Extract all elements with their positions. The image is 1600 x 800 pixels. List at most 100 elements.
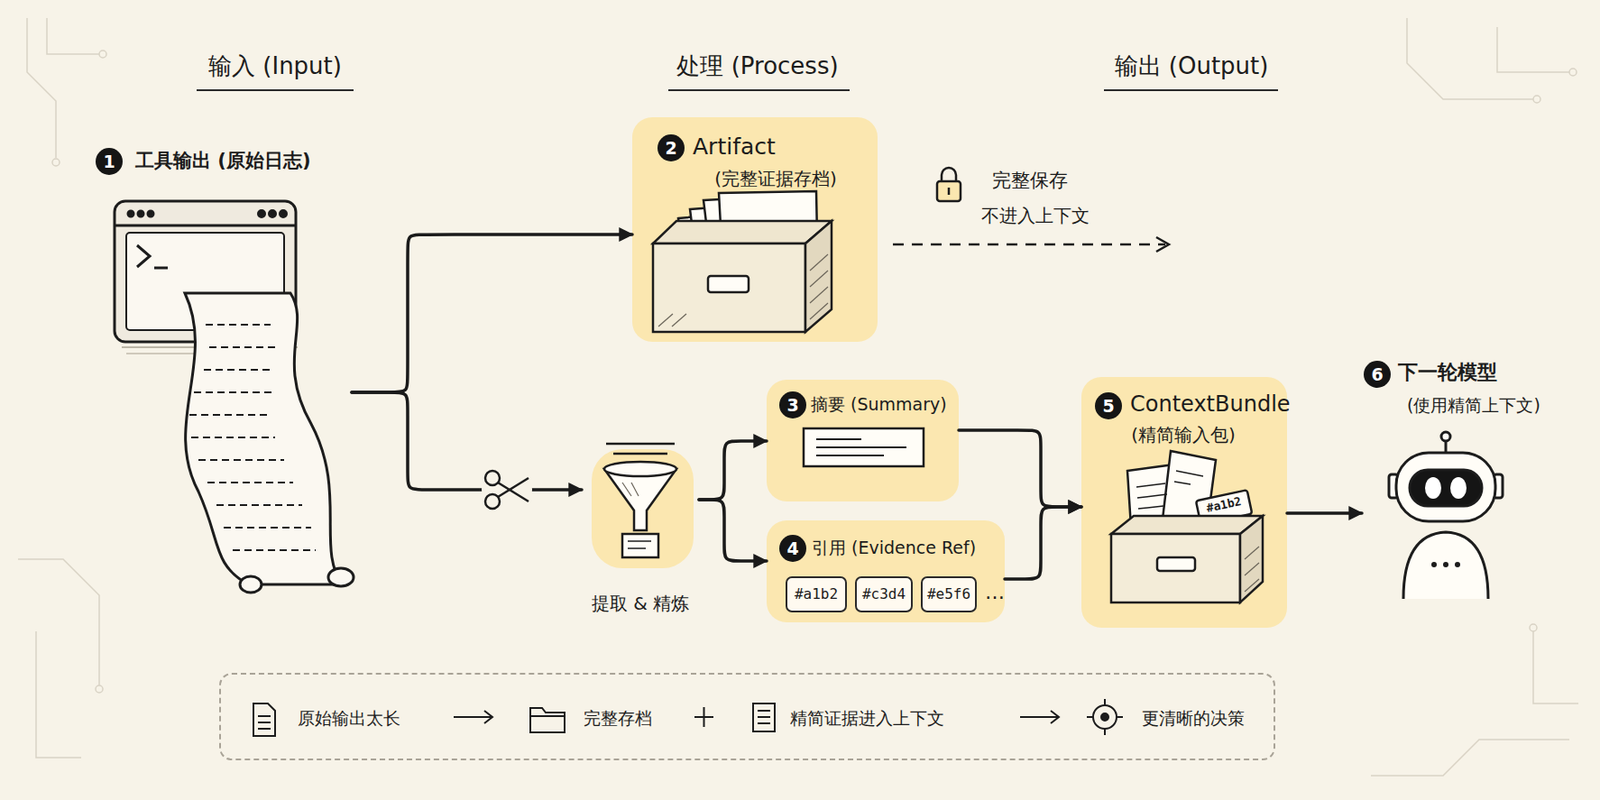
log-scroll — [184, 293, 354, 593]
log-scroll-part — [205, 323, 271, 326]
band-text: 完整存档 — [583, 708, 653, 729]
evidence-chip: #a1b2 — [785, 576, 847, 613]
dashed-arrow — [892, 237, 1169, 252]
circuit-decoration-part — [46, 18, 100, 55]
archive-drawer-part — [708, 275, 749, 293]
bundle-box-part — [1244, 546, 1260, 592]
legend-band-icons-part — [1101, 713, 1109, 721]
evidence-id: #a1b2 — [787, 578, 846, 611]
terminal-window-part — [154, 266, 168, 270]
bundle-box-part — [1137, 494, 1168, 498]
archive-drawer-part — [671, 313, 687, 327]
circuit-decoration-part — [1533, 631, 1579, 704]
funnel-symbol-part — [631, 482, 639, 497]
terminal-window-part — [258, 211, 266, 218]
terminal-window-part — [121, 346, 298, 349]
log-scroll-part — [223, 526, 312, 529]
terminal-window-part — [137, 211, 144, 217]
log-scroll-part — [189, 324, 316, 551]
bundle-box-part — [1157, 557, 1196, 571]
header-underline-part — [1103, 89, 1279, 92]
bundle-box-part — [1244, 562, 1260, 576]
funnel-symbol-part — [627, 547, 646, 550]
bundle-box-part — [1138, 505, 1164, 509]
log-scroll-part — [203, 368, 271, 371]
band-text: 更清晰的决策 — [1141, 708, 1245, 729]
band-text: 原始输出太长 — [297, 708, 401, 729]
robot-symbol — [1388, 432, 1503, 599]
circuit-decoration — [18, 18, 1579, 776]
circuit-decoration-part — [1529, 624, 1537, 632]
log-scroll-part — [184, 293, 343, 585]
circuit-decoration-part — [36, 631, 82, 758]
context-bundle-box: 5ContextBundle(精简输入包) — [1081, 377, 1288, 628]
band-text: 精简证据进入上下文 — [790, 708, 945, 729]
refine-funnel-node: 提取 & 精炼 — [581, 423, 699, 623]
legend-band-icons-part — [253, 703, 276, 736]
callout-number: 6 — [1363, 360, 1391, 388]
scissors-symbol-part — [485, 494, 500, 509]
legend-band-icons-part — [1093, 705, 1117, 729]
legend-band-icons-part — [453, 716, 492, 718]
terminal-window-part — [114, 201, 296, 342]
flow-arrow — [1004, 506, 1082, 580]
flow-arrow — [351, 234, 633, 393]
circuit-decoration-part — [27, 18, 56, 158]
legend-band-icons-part — [484, 710, 493, 724]
column-header: 输入 (Input) — [166, 52, 384, 81]
bundle-box-part — [1244, 579, 1260, 592]
legend-band-icons-part — [757, 722, 771, 725]
flow-arrow — [958, 430, 1082, 507]
node-subtitle: (完整证据存档) — [685, 167, 866, 190]
terminal-window-part — [114, 224, 296, 228]
funnel-symbol-part — [604, 461, 677, 477]
tool-output-node: 1 工具输出 (原始日志) — [85, 144, 352, 600]
summary-box: 3摘要 (Summary) — [766, 379, 959, 502]
bundle-box-part — [1244, 546, 1260, 560]
scissors-symbol-part — [481, 464, 533, 515]
flow-arrow — [698, 499, 767, 561]
node-title: 工具输出 (原始日志) — [135, 149, 312, 173]
legend-band-icons-part — [703, 707, 706, 727]
log-scroll-part — [189, 413, 271, 416]
legend-band-icons-part — [1103, 728, 1106, 736]
dashed-arrow-part — [1156, 237, 1169, 252]
scissors-symbol — [481, 464, 533, 515]
summary-sheet-part — [816, 438, 862, 441]
funnel-symbol-part — [613, 452, 668, 456]
callout-number: 5 — [1094, 392, 1122, 420]
legend-band-icons-part — [1050, 710, 1059, 724]
summary-sheet-part — [803, 428, 924, 467]
node-subtitle: (使用精简上下文) — [1383, 395, 1564, 416]
summary-sheet-part — [816, 446, 907, 449]
circuit-decoration-part — [18, 559, 100, 686]
summary-sheet — [803, 428, 924, 467]
archive-drawer-part — [703, 194, 805, 246]
column-header: 输出 (Output) — [1083, 52, 1300, 81]
archive-drawer-part — [718, 191, 818, 242]
node-title: 下一轮模型 — [1397, 360, 1498, 385]
legend-band-icons-part — [757, 709, 771, 712]
log-scroll-part — [232, 549, 316, 552]
callout-number: 1 — [95, 147, 123, 175]
circuit-decoration-part — [1569, 68, 1577, 76]
callout-number: 2 — [657, 134, 685, 162]
robot-symbol-part — [1431, 561, 1437, 568]
archive-drawer-part — [652, 243, 806, 332]
legend-band-icons-part — [1020, 716, 1058, 718]
archive-drawer-part — [809, 303, 828, 320]
terminal-window-part — [280, 211, 287, 218]
funnel-symbol — [591, 443, 694, 569]
bundle-box-part — [1174, 481, 1191, 485]
bundle-box-part — [1176, 470, 1204, 477]
robot-symbol-part — [1493, 474, 1503, 498]
lock-symbol-part — [937, 181, 961, 202]
node-title: Artifact — [692, 133, 776, 161]
bundle-box-part — [1136, 483, 1166, 488]
terminal-window-part — [126, 232, 285, 331]
node-title: 摘要 (Summary) — [810, 394, 948, 415]
circuit-decoration-part — [95, 685, 103, 693]
archive-drawer-part — [658, 313, 673, 327]
